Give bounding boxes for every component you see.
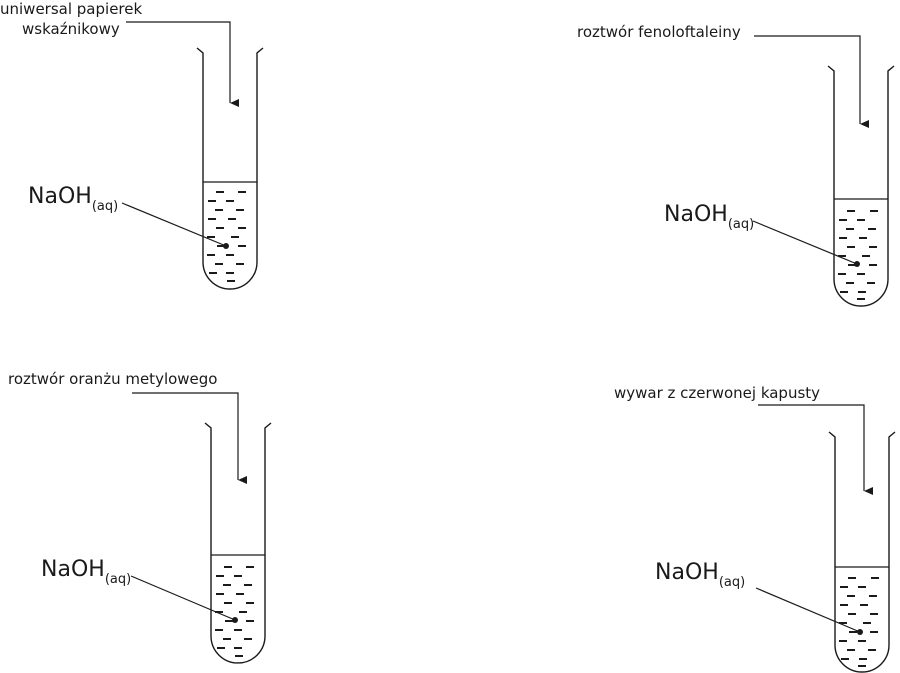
indicator-label-3: roztwór oranżu metylowego bbox=[8, 370, 217, 388]
experiment-2: roztwór fenoloftaleiny NaOH(aq) bbox=[577, 23, 895, 307]
indicator-arrow-3 bbox=[132, 392, 247, 484]
liquid-hatching-4 bbox=[839, 577, 879, 667]
solution-point-3 bbox=[232, 617, 238, 623]
test-tube-1 bbox=[196, 47, 264, 290]
indicator-label-1-line1: uniwersal papierek bbox=[0, 0, 142, 18]
experiment-1: uniwersal papierek wskaźnikowy NaOH(aq) bbox=[0, 0, 264, 290]
indicator-arrow-2 bbox=[754, 35, 869, 128]
indicator-arrow-1 bbox=[126, 21, 239, 107]
test-tube-4 bbox=[828, 431, 896, 673]
solution-label-3: NaOH(aq) bbox=[41, 557, 131, 587]
solution-pointer-3 bbox=[130, 575, 236, 621]
liquid-hatching-2 bbox=[838, 210, 878, 300]
solution-pointer-4 bbox=[755, 587, 861, 633]
solution-pointer-2 bbox=[752, 220, 858, 265]
solution-pointer-1 bbox=[121, 202, 227, 247]
indicator-arrow-4 bbox=[758, 404, 873, 495]
liquid-hatching-1 bbox=[207, 191, 246, 282]
indicator-label-1-line2: wskaźnikowy bbox=[22, 20, 120, 38]
solution-label-2: NaOH(aq) bbox=[664, 202, 754, 232]
solution-point-4 bbox=[857, 629, 863, 635]
test-tube-2 bbox=[827, 65, 895, 307]
indicator-label-2: roztwór fenoloftaleiny bbox=[577, 23, 741, 41]
experiment-3: roztwór oranżu metylowego NaOH(aq) bbox=[8, 370, 272, 664]
experiment-4: wywar z czerwonej kapusty NaOH(aq) bbox=[614, 384, 896, 673]
solution-label-4: NaOH(aq) bbox=[655, 560, 745, 590]
solution-label-1: NaOH(aq) bbox=[28, 184, 118, 214]
liquid-hatching-3 bbox=[215, 566, 254, 657]
test-tube-3 bbox=[204, 422, 272, 664]
solution-point-2 bbox=[854, 261, 860, 267]
indicator-label-4: wywar z czerwonej kapusty bbox=[614, 384, 820, 402]
solution-point-1 bbox=[223, 243, 229, 249]
